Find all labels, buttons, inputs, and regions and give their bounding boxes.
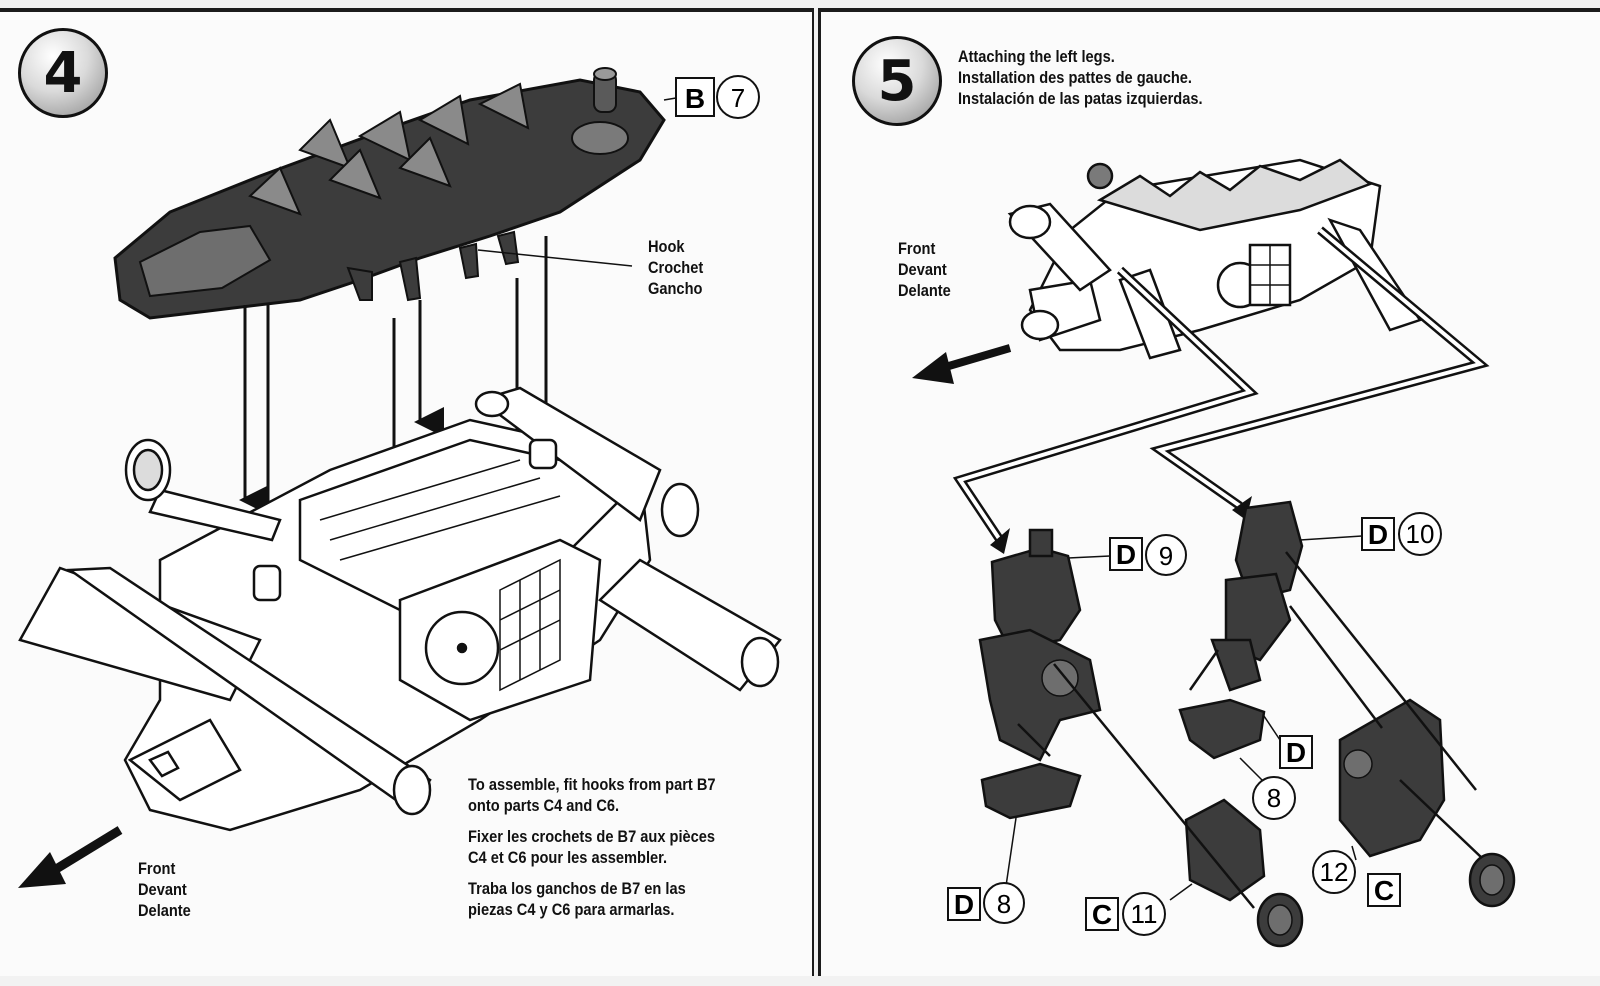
callout-d9-letter: D [1116, 539, 1136, 570]
instruction-es-line1: Traba los ganchos de B7 en las [468, 879, 686, 898]
callout-b7-number: 7 [731, 83, 745, 113]
assembled-body-grille [1250, 245, 1290, 305]
front-label-es: Delante [898, 281, 951, 300]
front-label-step4: Front Devant Delante [138, 858, 191, 921]
step-5-badge: 5 [852, 36, 942, 126]
leg-part-highlights [1041, 659, 1505, 936]
front-label-en: Front [138, 859, 176, 878]
front-arrowhead-step4 [18, 852, 66, 888]
callout-d9: D 9 [1067, 534, 1187, 576]
hook-label: Hook Crochet Gancho [648, 236, 703, 299]
callout-b7: B 7 [663, 75, 760, 119]
front-arrowhead-step5 [912, 352, 954, 384]
part-callouts: D 9 D 10 D 8 [947, 512, 1442, 936]
hook-label-fr: Crochet [648, 258, 704, 277]
guide-arrowhead-1 [990, 528, 1010, 554]
part-d10 [1234, 500, 1304, 602]
callout-d10: D 10 [1299, 512, 1442, 556]
callout-c11: C 11 [1085, 883, 1193, 936]
part-d10-lower [1224, 572, 1292, 662]
instruction-fr-line2: C4 et C6 pour les assembler. [468, 848, 668, 867]
callout-b7-letter: B [685, 83, 705, 114]
callout-c11-number: 11 [1131, 899, 1158, 929]
callout-c-letter: C [1374, 875, 1394, 906]
chassis-grille [319, 459, 561, 692]
part-d9-lower [978, 628, 1102, 762]
instruction-fr-line1: Fixer les crochets de B7 aux pièces [468, 827, 716, 846]
callout-d8-lower: D 8 [947, 817, 1025, 924]
leg-parts [978, 500, 1516, 948]
step-5-number: 5 [877, 48, 917, 114]
front-label-step5: Front Devant Delante [898, 238, 951, 301]
callout-d-upper: D [1263, 715, 1313, 769]
step-4-badge: 4 [18, 28, 108, 118]
instruction-es-line2: piezas C4 y C6 para armarlas. [468, 900, 675, 919]
callout-d-letter: D [1286, 737, 1306, 768]
callout-c11-letter: C [1092, 899, 1112, 930]
part-d9-top [1028, 528, 1054, 558]
chassis-c4-c6 [18, 386, 782, 832]
callout-d8-number: 8 [997, 889, 1011, 919]
part-c12 [1338, 698, 1446, 858]
part-c11 [1184, 798, 1266, 902]
front-arrow-step4 [45, 826, 123, 878]
title-en: Attaching the left legs. [958, 47, 1115, 66]
callout-d9-number: 9 [1159, 541, 1173, 571]
front-label-en: Front [898, 239, 936, 258]
callout-d10-number: 10 [1406, 519, 1435, 549]
instruction-en-line2: onto parts C4 and C6. [468, 796, 620, 815]
front-label-es: Delante [138, 901, 191, 920]
instruction-en-line1: To assemble, fit hooks from part B7 [468, 775, 716, 794]
part-d8-lower [980, 762, 1082, 820]
hook-label-en: Hook [648, 237, 685, 256]
part-b7-plate [113, 67, 666, 320]
callout-d10-letter: D [1368, 519, 1388, 550]
instructions-step4: To assemble, fit hooks from part B7 onto… [468, 774, 716, 920]
callout-12-number: 12 [1320, 857, 1349, 887]
callout-8-upper: 8 [1239, 757, 1296, 820]
callout-c-lower: C [1367, 873, 1401, 907]
hook-leader-line [477, 249, 633, 267]
assembly-axes [1017, 551, 1483, 909]
title-fr: Installation des pattes de gauche. [958, 68, 1192, 87]
guide-lines-inner [956, 228, 1485, 542]
front-arrow-step5 [940, 344, 1012, 372]
callout-d8-letter: D [954, 889, 974, 920]
title-es: Instalación de las patas izquierdas. [958, 89, 1203, 108]
front-label-fr: Devant [898, 260, 947, 279]
part-d8-upper [1178, 698, 1266, 760]
step-5-title: Attaching the left legs. Installation de… [958, 46, 1203, 109]
step-4-number: 4 [43, 40, 83, 106]
front-label-fr: Devant [138, 880, 187, 899]
hook-label-es: Gancho [648, 279, 703, 298]
callout-8-number: 8 [1267, 783, 1281, 813]
callout-12: 12 [1312, 845, 1357, 894]
